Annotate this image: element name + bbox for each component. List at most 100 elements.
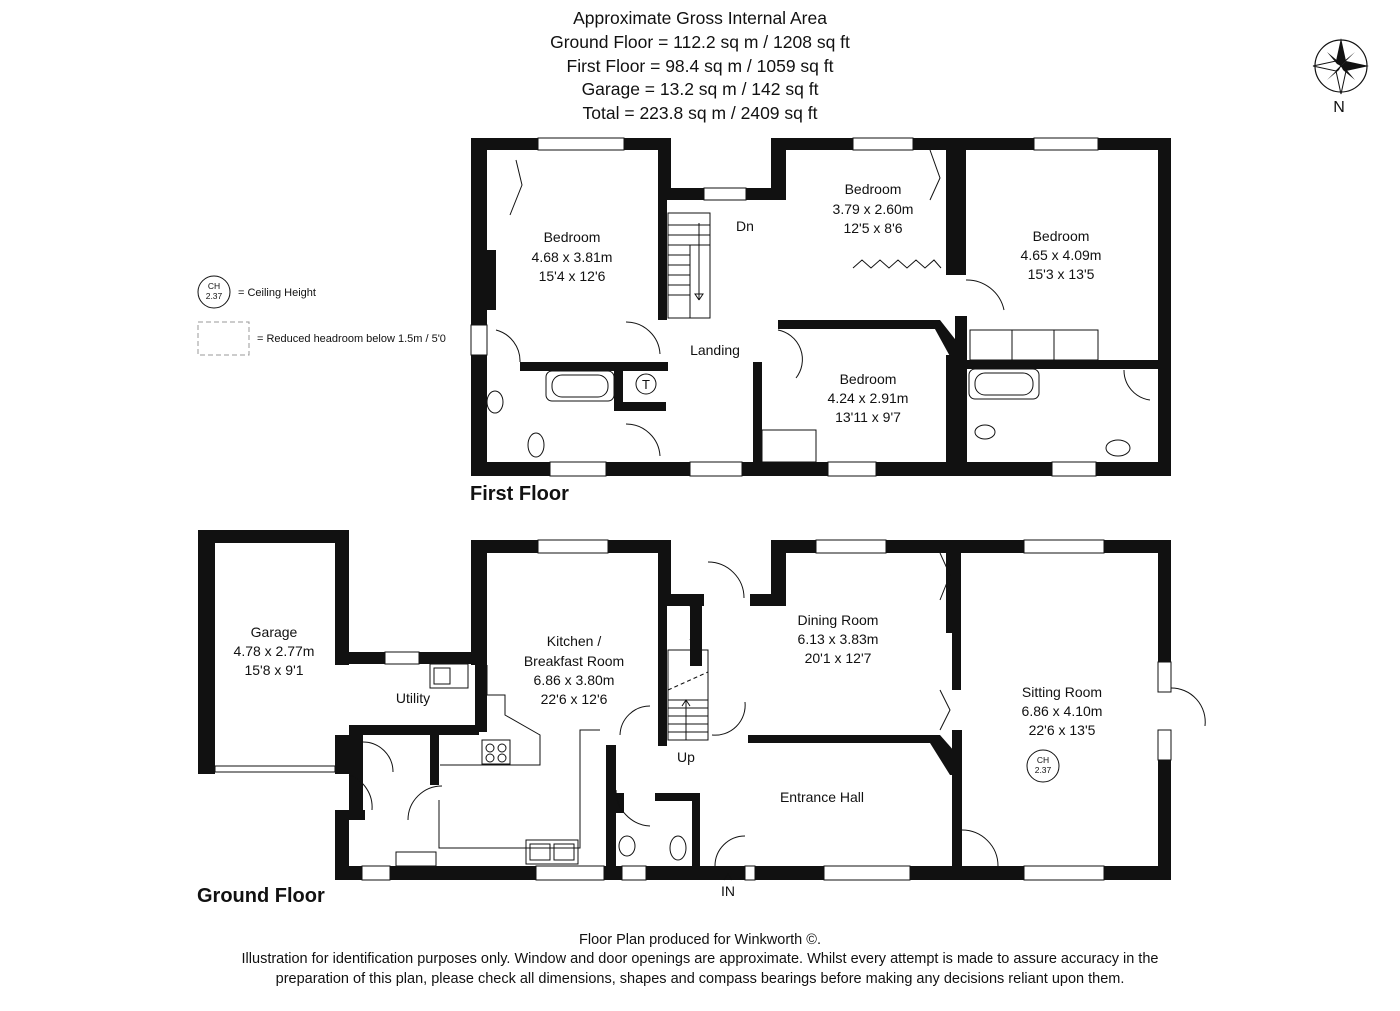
compass-icon: N [1312, 38, 1369, 116]
stairs-down-icon [667, 212, 711, 319]
ceiling-height-badge-icon [1026, 749, 1060, 783]
tank-label: T [642, 377, 650, 392]
door-icon [495, 329, 521, 363]
area-summary: Approximate Gross Internal Area Ground F… [550, 8, 850, 123]
basin-icon [1105, 439, 1131, 457]
ground-floor-area: Ground Floor = 112.2 sq m / 1208 sq ft [550, 32, 850, 52]
ground-floor-windows [361, 539, 1172, 881]
window-icon [1033, 137, 1099, 151]
legend-ch-value: 2.37 [206, 291, 223, 301]
toilet-icon [669, 835, 687, 861]
window-icon [535, 865, 605, 881]
toilet-icon [974, 424, 996, 440]
bedroom-4-imperial: 13'11 x 9'7 [835, 409, 901, 425]
bedroom-4-name: Bedroom [840, 371, 897, 387]
window-icon [815, 539, 887, 554]
sitting-ch-top: CH [1037, 755, 1049, 765]
ground-floor-title: Ground Floor [197, 885, 325, 907]
hob-icon [481, 739, 511, 765]
garage-name: Garage [251, 624, 298, 640]
kitchen-imperial: 22'6 x 12'6 [541, 691, 608, 707]
window-icon [621, 865, 647, 881]
window-icon [537, 539, 609, 554]
garage-area: Garage = 13.2 sq m / 142 sq ft [582, 79, 819, 99]
compass-north-label: N [1333, 99, 1345, 116]
first-floor-area: First Floor = 98.4 sq m / 1059 sq ft [567, 56, 834, 76]
bedroom-2-metric: 3.79 x 2.60m [833, 201, 914, 217]
stairs-up-label: Up [677, 749, 695, 765]
footer-producer: Floor Plan produced for Winkworth ©. [579, 932, 821, 948]
legend-ch-label: = Ceiling Height [238, 287, 316, 299]
dining-room-metric: 6.13 x 3.83m [798, 631, 879, 647]
toilet-icon [527, 432, 545, 458]
kitchen-metric: 6.86 x 3.80m [534, 672, 615, 688]
window-icon [703, 187, 747, 201]
dining-room-imperial: 20'1 x 12'7 [805, 650, 872, 666]
area-title: Approximate Gross Internal Area [573, 8, 827, 28]
bath-icon [545, 370, 615, 402]
reduced-headroom-swatch [197, 321, 250, 356]
door-icon [711, 701, 746, 736]
stairs-up-icon [667, 649, 709, 741]
sitting-room-metric: 6.86 x 4.10m [1022, 703, 1103, 719]
ceiling-height-badge-icon [197, 275, 231, 309]
window-icon [537, 137, 625, 151]
door-icon [625, 423, 661, 457]
kitchen-name-line2: Breakfast Room [524, 653, 624, 669]
bedroom-2-imperial: 12'5 x 8'6 [843, 220, 902, 236]
ground-floor-room-labels: Garage 4.78 x 2.77m 15'8 x 9'1 Utility K… [234, 612, 1103, 899]
bedroom-1-name: Bedroom [544, 229, 601, 245]
window-icon [1023, 865, 1105, 881]
kitchen-fittings [395, 663, 687, 867]
window-icon [1051, 461, 1097, 477]
window-icon [549, 461, 607, 477]
ground-floor-plan: Garage 4.78 x 2.77m 15'8 x 9'1 Utility K… [197, 530, 1206, 907]
ground-floor-outer-walls [335, 540, 1171, 880]
door-icon [619, 705, 651, 736]
footer-disclaimer-line1: Illustration for identification purposes… [242, 951, 1159, 967]
door-icon [362, 741, 394, 773]
kitchen-sink-icon [525, 839, 579, 865]
door-icon [1170, 687, 1206, 727]
door-icon [348, 774, 373, 811]
sitting-ch-value: 2.37 [1035, 765, 1052, 775]
garage-metric: 4.78 x 2.77m [234, 643, 315, 659]
utility-sink-icon [429, 663, 469, 689]
bedroom-3-name: Bedroom [1033, 228, 1090, 244]
door-icon [777, 329, 803, 379]
bedroom-4-metric: 4.24 x 2.91m [828, 390, 909, 406]
window-icon [823, 865, 911, 881]
entrance-label: IN [721, 883, 735, 899]
bedroom-1-imperial: 15'4 x 12'6 [539, 268, 606, 284]
tank-icon [635, 373, 657, 395]
basin-icon [486, 390, 504, 414]
garage-imperial: 15'8 x 9'1 [244, 662, 303, 678]
first-floor-wardrobes [509, 149, 1099, 463]
bedroom-2-name: Bedroom [845, 181, 902, 197]
stairs-down-label: Dn [736, 218, 754, 234]
dining-room-name: Dining Room [798, 612, 879, 628]
entrance-arrow-icon [723, 873, 733, 881]
door-icon [707, 561, 745, 599]
bedroom-3-imperial: 15'3 x 13'5 [1028, 266, 1095, 282]
first-floor-room-labels: Bedroom 4.68 x 3.81m 15'4 x 12'6 Bedroom… [532, 181, 1102, 425]
window-icon [1157, 729, 1172, 761]
window-icon [470, 324, 488, 356]
legend-reduced-headroom-label: = Reduced headroom below 1.5m / 5'0 [257, 333, 446, 345]
window-icon [689, 461, 743, 477]
bedroom-3-metric: 4.65 x 4.09m [1021, 247, 1102, 263]
door-icon [625, 321, 661, 355]
total-area: Total = 223.8 sq m / 2409 sq ft [583, 103, 818, 123]
garage-walls [198, 530, 475, 774]
disclaimer: Floor Plan produced for Winkworth ©. Ill… [242, 932, 1159, 987]
door-icon [961, 829, 999, 867]
window-icon [361, 865, 391, 881]
window-icon [384, 651, 420, 665]
legend: CH 2.37 = Ceiling Height = Reduced headr… [197, 275, 446, 356]
sitting-room-imperial: 22'6 x 13'5 [1029, 722, 1096, 738]
door-icon [1123, 369, 1151, 401]
first-floor-outer-walls [471, 138, 1171, 476]
bath-icon [968, 368, 1040, 400]
window-icon [852, 137, 914, 151]
